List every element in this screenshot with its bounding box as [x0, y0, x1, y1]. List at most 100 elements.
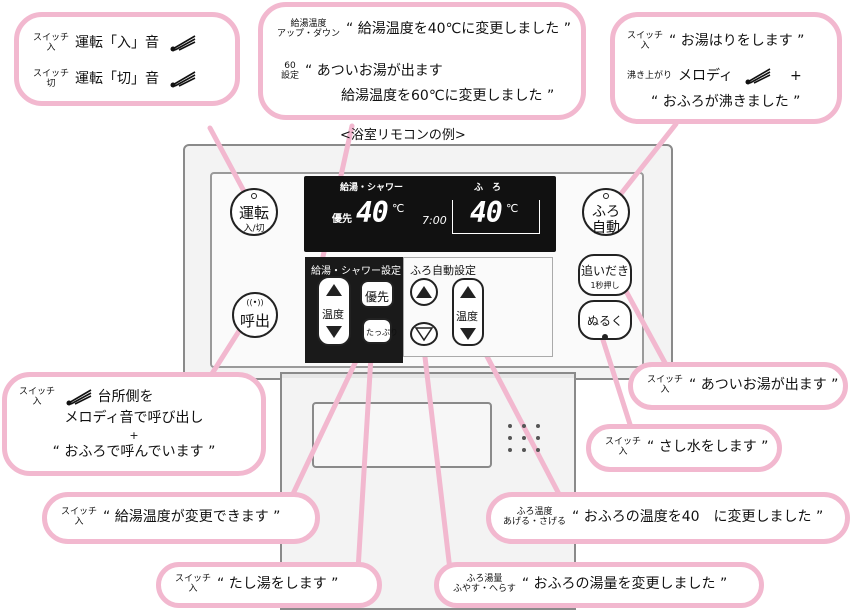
- connector-hot: [617, 277, 673, 375]
- callout-tempchange-text: “ 給湯温度が変更できます ”: [103, 509, 281, 525]
- lcd-display: 給湯・シャワー ふ ろ 優先 40 ℃ 7:00 40 ℃: [304, 176, 556, 252]
- melody-icon: [170, 71, 196, 88]
- bath-temp-stepper[interactable]: 温度: [452, 278, 484, 346]
- callout-call-plus: +: [129, 429, 139, 442]
- remote-lower-panel: [312, 402, 492, 468]
- call-wave-icon: ((•)): [246, 298, 264, 307]
- shower-settings-label: 給湯・シャワー設定: [311, 266, 401, 277]
- power-button-sublabel: 入/切: [243, 224, 265, 234]
- callout-refill-text: “ たし湯をします ”: [217, 576, 339, 592]
- oidaki-button-sublabel: 1秒押し: [590, 281, 620, 290]
- callout-tempchange-tag: スイッチ入: [61, 507, 98, 527]
- melody-icon: [745, 68, 770, 85]
- volume-down-button[interactable]: [410, 322, 438, 346]
- callout-auto-melody: メロディ: [678, 68, 734, 84]
- connector-power: [207, 125, 249, 198]
- callout-temp-text-hot: “ あついお湯が出ます: [305, 63, 443, 79]
- display-bath-frame-right: [452, 200, 540, 234]
- volume-up-button[interactable]: [410, 278, 438, 306]
- display-shower-unit: ℃: [392, 202, 405, 215]
- callout-power-tag: スイッチ入: [33, 33, 70, 53]
- display-bath-temp: 40: [470, 196, 503, 229]
- callout-volume: ふろ湯量ふやす・へらす “ おふろの湯量を変更しました ”: [434, 562, 764, 608]
- callout-hot-text: “ あついお湯が出ます ”: [689, 377, 839, 393]
- auto-bath-button[interactable]: ふろ 自動: [582, 188, 630, 236]
- callout-auto-text: “ お湯はりをします ”: [669, 33, 805, 49]
- callout-auto: スイッチ入 “ お湯はりをします ” 沸き上がりメロディ + “ おふろが沸きまし…: [610, 12, 842, 124]
- tappuri-button[interactable]: たっぷり: [362, 318, 398, 344]
- bath-settings-label: ふろ自動設定: [410, 264, 476, 277]
- callout-bathtemp-text: “ おふろの温度を40 に変更しました ”: [572, 509, 824, 525]
- auto-button-sublabel: 自動: [592, 220, 620, 236]
- oidaki-button-label: 追いだき: [580, 264, 629, 278]
- priority-button[interactable]: 優先: [360, 280, 394, 308]
- volume-down-triangle-icon: [414, 327, 434, 342]
- display-shower-temp: 40: [356, 196, 389, 229]
- callout-auto-text-done: “ おふろが沸きました ”: [651, 94, 801, 110]
- callout-call-text: 台所側を: [97, 389, 154, 405]
- callout-refill-tag: スイッチ入: [175, 574, 212, 594]
- shower-temp-stepper[interactable]: 温度: [317, 276, 351, 346]
- callout-temp-text-60: 給湯温度を60℃に変更しました ”: [341, 88, 555, 104]
- callout-power-text-off: 運転「切」音: [75, 71, 160, 87]
- display-priority: 優先: [332, 214, 352, 225]
- callout-power: スイッチ入運転「入」音 スイッチ切運転「切」音: [14, 12, 240, 106]
- callout-auto-tag-boil: 沸き上がり: [627, 71, 673, 81]
- callout-call-tag: スイッチ入: [19, 387, 56, 407]
- auto-indicator-icon: [603, 193, 609, 199]
- connector-auto: [617, 121, 679, 198]
- nuruku-indicator-icon: [602, 334, 608, 340]
- callout-cold: スイッチ入 “ さし水をします ”: [586, 424, 782, 472]
- callout-hot-tag: スイッチ入: [647, 375, 684, 395]
- call-button-label: 呼出: [239, 312, 270, 330]
- connector-cold: [600, 337, 638, 443]
- nuruku-button[interactable]: ぬるく: [578, 300, 632, 340]
- nuruku-button-label: ぬるく: [586, 314, 623, 328]
- power-button-label: 運転: [238, 204, 269, 222]
- bath-temp-label: 温度: [456, 310, 478, 323]
- melody-icon: [170, 35, 196, 52]
- tappuri-button-label: たっぷり: [366, 328, 398, 337]
- oidaki-button[interactable]: 追いだき 1秒押し: [578, 254, 632, 296]
- callout-hot: スイッチ入 “ あついお湯が出ます ”: [628, 362, 848, 410]
- priority-button-label: 優先: [365, 290, 390, 304]
- display-bath-header: ふ ろ: [474, 183, 502, 193]
- callout-temp-text: “ 給湯温度を40℃に変更しました ”: [346, 21, 571, 37]
- shower-temp-label: 温度: [322, 308, 344, 321]
- figure-caption: <浴室リモコンの例>: [340, 128, 466, 143]
- callout-cold-text: “ さし水をします ”: [647, 439, 769, 455]
- volume-up-icon: [416, 286, 432, 298]
- callout-volume-tag: ふろ湯量ふやす・へらす: [453, 574, 516, 594]
- callout-power-text-on: 運転「入」音: [75, 35, 160, 51]
- callout-call: スイッチ入 台所側を メロディ音で呼び出し + “ おふろで呼んでいます ”: [2, 372, 266, 476]
- display-bath-unit: ℃: [506, 202, 519, 215]
- display-clock: 7:00: [422, 214, 447, 227]
- power-indicator-icon: [251, 193, 257, 199]
- power-button[interactable]: 運転 入/切: [230, 188, 278, 236]
- callout-volume-text: “ おふろの湯量を変更しました ”: [521, 576, 728, 592]
- temp-up-icon[interactable]: [326, 284, 342, 296]
- melody-icon: [66, 389, 92, 406]
- bath-temp-up-icon[interactable]: [460, 286, 476, 298]
- speaker-grille-lower: [508, 424, 548, 454]
- callout-refill: スイッチ入 “ たし湯をします ”: [156, 562, 382, 608]
- callout-cold-tag: スイッチ入: [605, 437, 642, 457]
- temp-down-icon[interactable]: [326, 326, 342, 338]
- callout-bathtemp-tag: ふろ温度あげる・さげる: [503, 507, 567, 527]
- connector-refill: [355, 337, 375, 573]
- callout-auto-plus: +: [789, 68, 802, 84]
- callout-temp-tag: 給湯温度アップ・ダウン: [277, 19, 341, 39]
- call-button[interactable]: ((•)) 呼出: [232, 292, 278, 338]
- connector-volume: [420, 337, 453, 573]
- callout-power-tag-off: スイッチ切: [33, 69, 70, 89]
- volume-down-icon: [416, 329, 432, 341]
- callout-auto-tag: スイッチ入: [627, 31, 664, 51]
- bath-temp-down-icon[interactable]: [460, 328, 476, 340]
- auto-button-label: ふろ: [592, 204, 620, 220]
- display-shower-header: 給湯・シャワー: [340, 183, 404, 193]
- callout-call-text-melody: メロディ音で呼び出し: [64, 410, 204, 426]
- callout-bathtemp: ふろ温度あげる・さげる “ おふろの温度を40 に変更しました ”: [486, 492, 850, 544]
